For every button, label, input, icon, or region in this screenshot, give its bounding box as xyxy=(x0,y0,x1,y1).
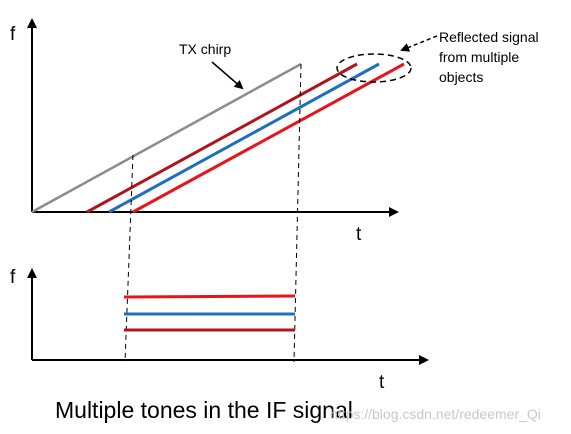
projection-line-right xyxy=(293,63,302,363)
reflected-label-line2: from multiple xyxy=(439,49,519,65)
reflected-chirp-red xyxy=(132,62,405,214)
bottom-t-axis-label: t xyxy=(379,372,385,393)
tx-chirp-line xyxy=(31,62,302,214)
reflected-chirp-dark-red xyxy=(86,62,358,214)
tx-chirp-pointer xyxy=(211,61,244,90)
top-f-axis-label: f xyxy=(10,24,16,45)
top-t-axis-label: t xyxy=(356,224,362,245)
reflected-highlight-ellipse xyxy=(336,53,412,83)
reflected-label-line3: objects xyxy=(439,69,483,85)
watermark: https://blog.csdn.net/redeemer_Qi xyxy=(330,406,541,422)
reflected-pointer-arrow xyxy=(400,35,438,52)
caption: Multiple tones in the IF signal xyxy=(55,397,353,423)
if-tone-red xyxy=(123,294,296,299)
reflected-chirp-blue xyxy=(108,62,380,214)
reflected-label-line1: Reflected signal xyxy=(439,29,539,45)
bottom-f-axis-label: f xyxy=(10,267,16,288)
projection-line-left xyxy=(124,154,134,363)
tx-chirp-label: TX chirp xyxy=(179,41,231,57)
